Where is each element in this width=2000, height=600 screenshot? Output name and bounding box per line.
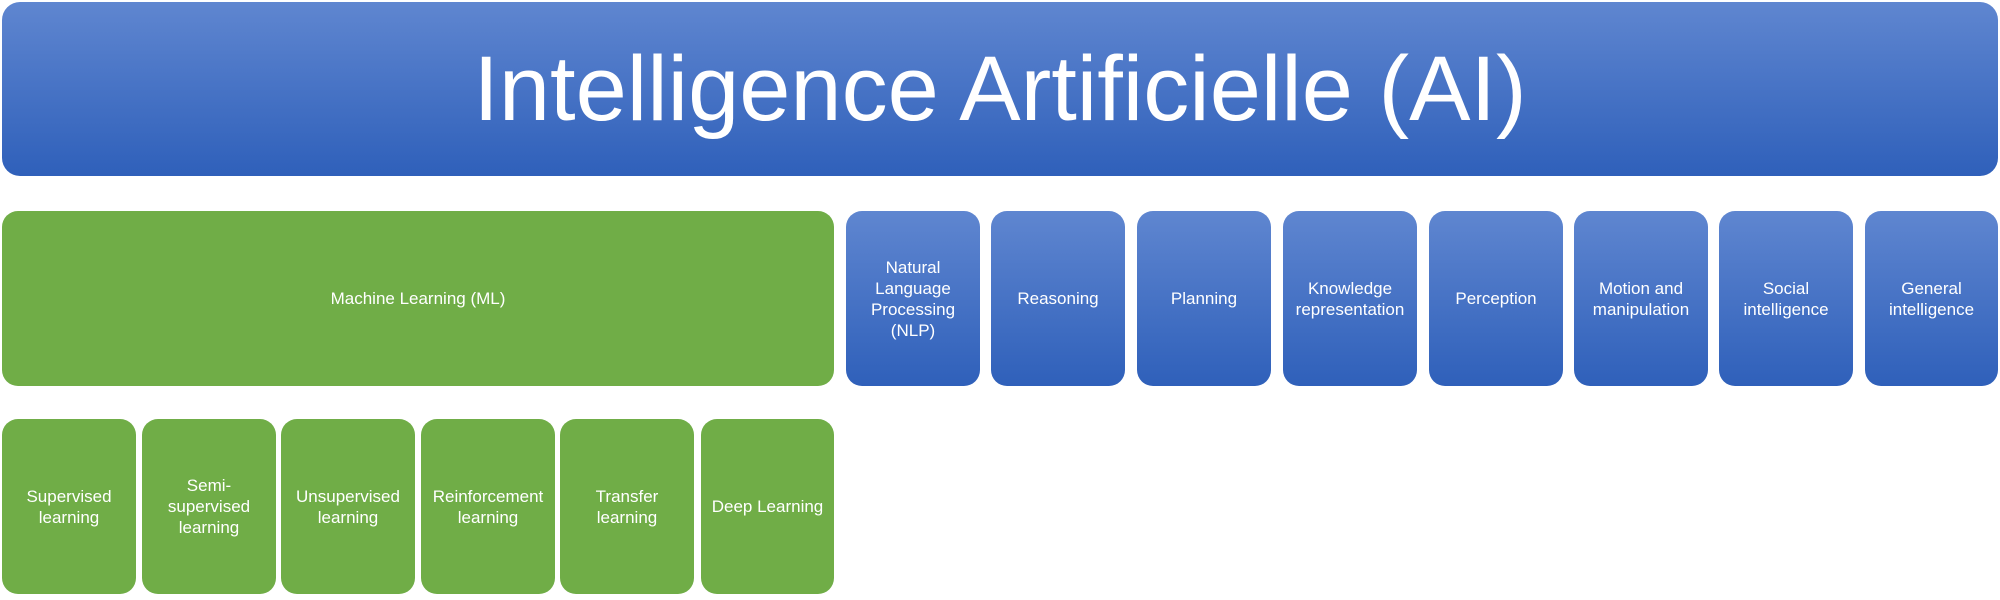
ai-branch-reasoning: Reasoning <box>991 211 1125 386</box>
branch-label: Perception <box>1455 289 1537 308</box>
branch-label: Social intelligence <box>1743 278 1829 319</box>
ai-branch-general: General intelligence <box>1865 211 1998 386</box>
ai-branch-knowledge: Knowledge representation <box>1283 211 1417 386</box>
branch-label: Deep Learning <box>711 497 824 516</box>
branch-label: Motion and manipulation <box>1592 278 1690 319</box>
branch-label: Transfer learning <box>595 486 659 527</box>
ml-box: Machine Learning (ML) <box>2 211 834 386</box>
ai-branch-perception: Perception <box>1429 211 1563 386</box>
ml-branch-semi-supervised: Semi-supervised learning <box>142 419 276 594</box>
branch-label: Supervised learning <box>26 486 112 527</box>
ml-branch-unsupervised: Unsupervised learning <box>281 419 415 594</box>
ai-branch-motion: Motion and manipulation <box>1574 211 1708 386</box>
branch-label: Knowledge representation <box>1295 278 1405 319</box>
ai-branch-planning: Planning <box>1137 211 1271 386</box>
ai-title: Intelligence Artificielle (AI) <box>473 38 1527 140</box>
ml-label: Machine Learning (ML) <box>330 289 506 308</box>
ml-branch-supervised: Supervised learning <box>2 419 136 594</box>
ml-branch-transfer: Transfer learning <box>560 419 694 594</box>
branch-label: Natural Language Processing (NLP) <box>870 257 956 340</box>
ml-branch-reinforcement: Reinforcement learning <box>421 419 555 594</box>
ai-branch-nlp: Natural Language Processing (NLP) <box>846 211 980 386</box>
branch-label: Reasoning <box>1017 289 1099 308</box>
branch-label: Unsupervised learning <box>296 486 400 527</box>
branch-label: Semi-supervised learning <box>167 476 251 537</box>
ml-branch-deep-learning: Deep Learning <box>701 419 834 594</box>
branch-label: General intelligence <box>1888 278 1975 319</box>
ai-title-box: Intelligence Artificielle (AI) <box>2 2 1998 176</box>
branch-label: Reinforcement learning <box>432 486 544 527</box>
branch-label: Planning <box>1170 289 1238 308</box>
ai-branch-social: Social intelligence <box>1719 211 1853 386</box>
